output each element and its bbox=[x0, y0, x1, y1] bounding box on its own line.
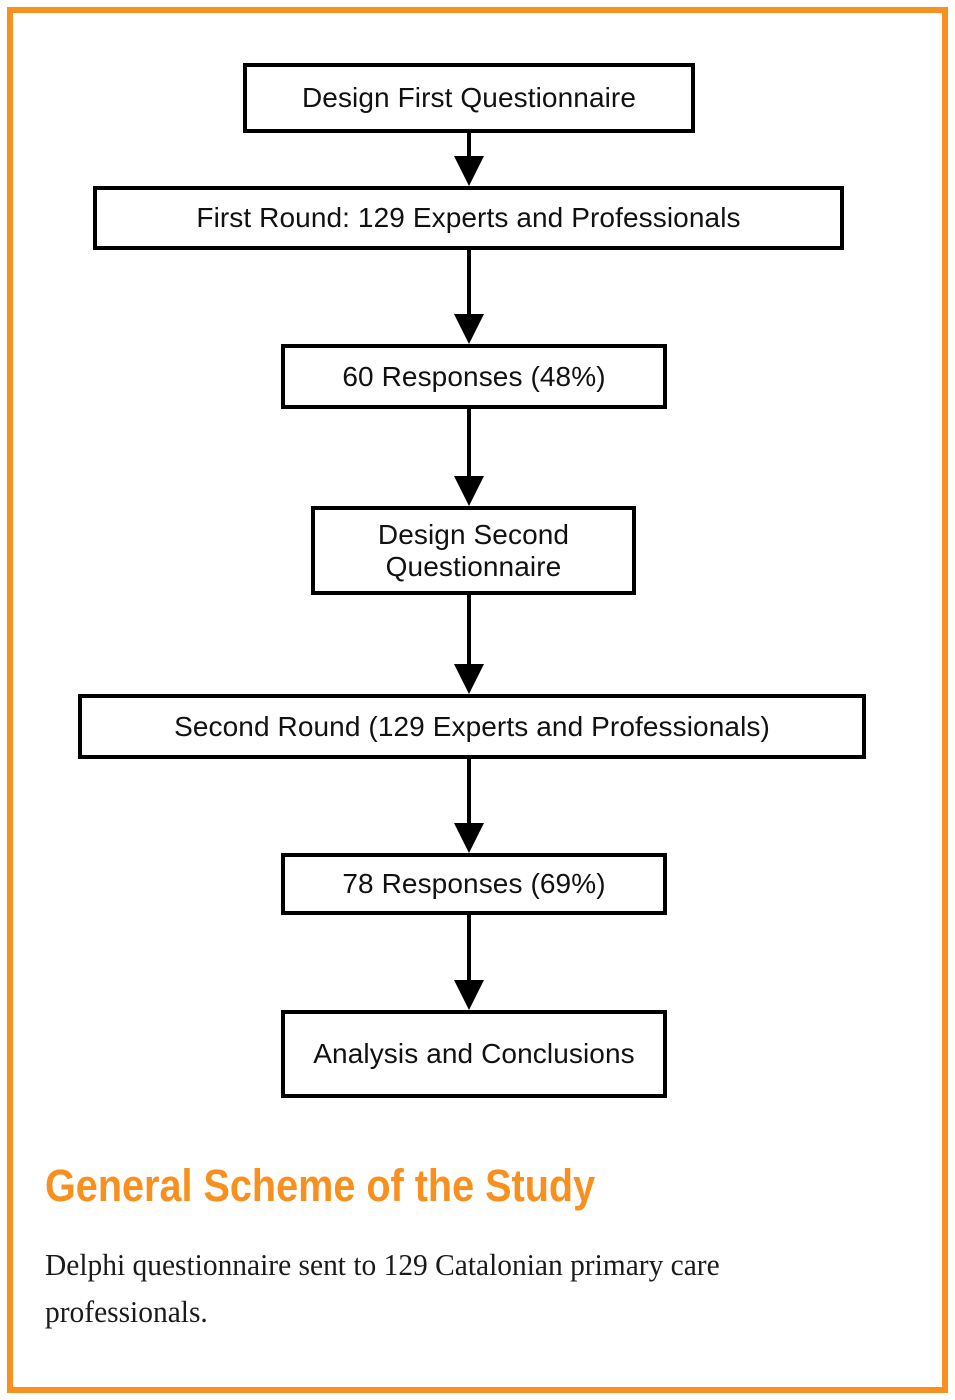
arrow-shaft bbox=[467, 250, 471, 314]
flow-node-design-first-questionnaire: Design First Questionnaire bbox=[243, 63, 695, 133]
flow-node-design-second-questionnaire: Design Second Questionnaire bbox=[311, 506, 636, 595]
arrow-head-icon bbox=[454, 156, 484, 186]
flow-node-label: Design First Questionnaire bbox=[301, 82, 637, 114]
flow-arrow-design-second-to-second-round bbox=[454, 595, 484, 694]
flow-node-60-responses: 60 Responses (48%) bbox=[281, 344, 667, 409]
flow-node-label: 78 Responses (69%) bbox=[342, 868, 606, 900]
flow-arrow-second-round-to-responses-2 bbox=[454, 759, 484, 853]
arrow-head-icon bbox=[454, 823, 484, 853]
flow-node-label: Second Round (129 Experts and Profession… bbox=[174, 710, 770, 742]
flow-node-label: Analysis and Conclusions bbox=[313, 1038, 635, 1070]
flow-node-label: First Round: 129 Experts and Professiona… bbox=[196, 202, 741, 234]
arrow-shaft bbox=[467, 759, 471, 823]
figure-caption: General Scheme of the Study Delphi quest… bbox=[45, 1163, 885, 1335]
arrow-head-icon bbox=[454, 980, 484, 1010]
flow-node-78-responses: 78 Responses (69%) bbox=[281, 853, 667, 915]
arrow-shaft bbox=[467, 409, 471, 476]
arrow-head-icon bbox=[454, 314, 484, 344]
flow-node-first-round: First Round: 129 Experts and Professiona… bbox=[93, 186, 844, 250]
arrow-shaft bbox=[467, 595, 471, 664]
flow-arrow-responses-1-to-design-second bbox=[454, 409, 484, 506]
flow-node-label: Design Second Questionnaire bbox=[377, 519, 570, 582]
arrow-head-icon bbox=[454, 664, 484, 694]
flow-node-second-round: Second Round (129 Experts and Profession… bbox=[78, 694, 866, 759]
figure-caption-text: Delphi questionnaire sent to 129 Catalon… bbox=[45, 1247, 720, 1329]
flow-arrow-first-round-to-responses-1 bbox=[454, 250, 484, 344]
arrow-head-icon bbox=[454, 476, 484, 506]
figure-caption-title: General Scheme of the Study bbox=[45, 1160, 596, 1211]
flow-arrow-design-first-to-first-round bbox=[454, 133, 484, 186]
arrow-shaft bbox=[467, 915, 471, 980]
flow-node-analysis-and-conclusions: Analysis and Conclusions bbox=[281, 1010, 667, 1098]
flow-node-label: 60 Responses (48%) bbox=[342, 360, 606, 392]
arrow-shaft bbox=[467, 133, 471, 156]
flowchart-canvas: Design First Questionnaire First Round: … bbox=[78, 63, 866, 1098]
flow-arrow-responses-2-to-analysis bbox=[454, 915, 484, 1010]
